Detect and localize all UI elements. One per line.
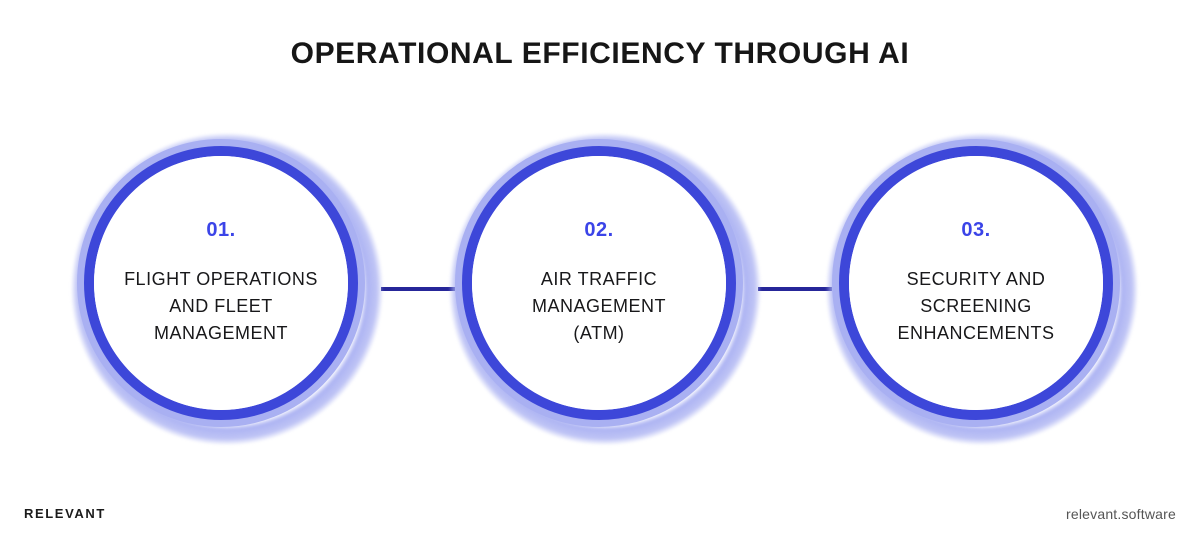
- process-step-1-number: 01.: [206, 218, 236, 241]
- process-steps-row: 01. Flight Operations and Fleet Manageme…: [0, 133, 1200, 445]
- process-step-2-number: 02.: [584, 218, 614, 241]
- page-title: Operational Efficiency Through AI: [290, 37, 910, 70]
- process-step-2[interactable]: 02. Air Traffic Management (ATM): [449, 133, 761, 445]
- connector-line-1-2: [381, 287, 455, 291]
- process-step-2-label: Air Traffic Management (ATM): [531, 268, 666, 343]
- process-step-3-content: 03. Security and Screening Enhancements: [849, 156, 1103, 410]
- footer-brand-logo: Relevant: [24, 506, 106, 521]
- process-step-2-content: 02. Air Traffic Management (ATM): [472, 156, 726, 410]
- circle-outer-ring-icon: [832, 139, 1120, 427]
- footer-website-link[interactable]: relevant.software: [1065, 506, 1176, 522]
- process-step-3[interactable]: 03. Security and Screening Enhancements: [826, 133, 1138, 445]
- process-step-1-content: 01. Flight Operations and Fleet Manageme…: [94, 156, 348, 410]
- circle-outer-ring-icon: [77, 139, 365, 427]
- process-step-1-label: Flight Operations and Fleet Management: [124, 268, 318, 343]
- process-step-1[interactable]: 01. Flight Operations and Fleet Manageme…: [71, 133, 383, 445]
- process-step-3-number: 03.: [961, 218, 991, 241]
- circle-outer-ring-icon: [455, 139, 743, 427]
- process-step-3-label: Security and Screening Enhancements: [897, 268, 1055, 343]
- connector-line-2-3: [758, 287, 832, 291]
